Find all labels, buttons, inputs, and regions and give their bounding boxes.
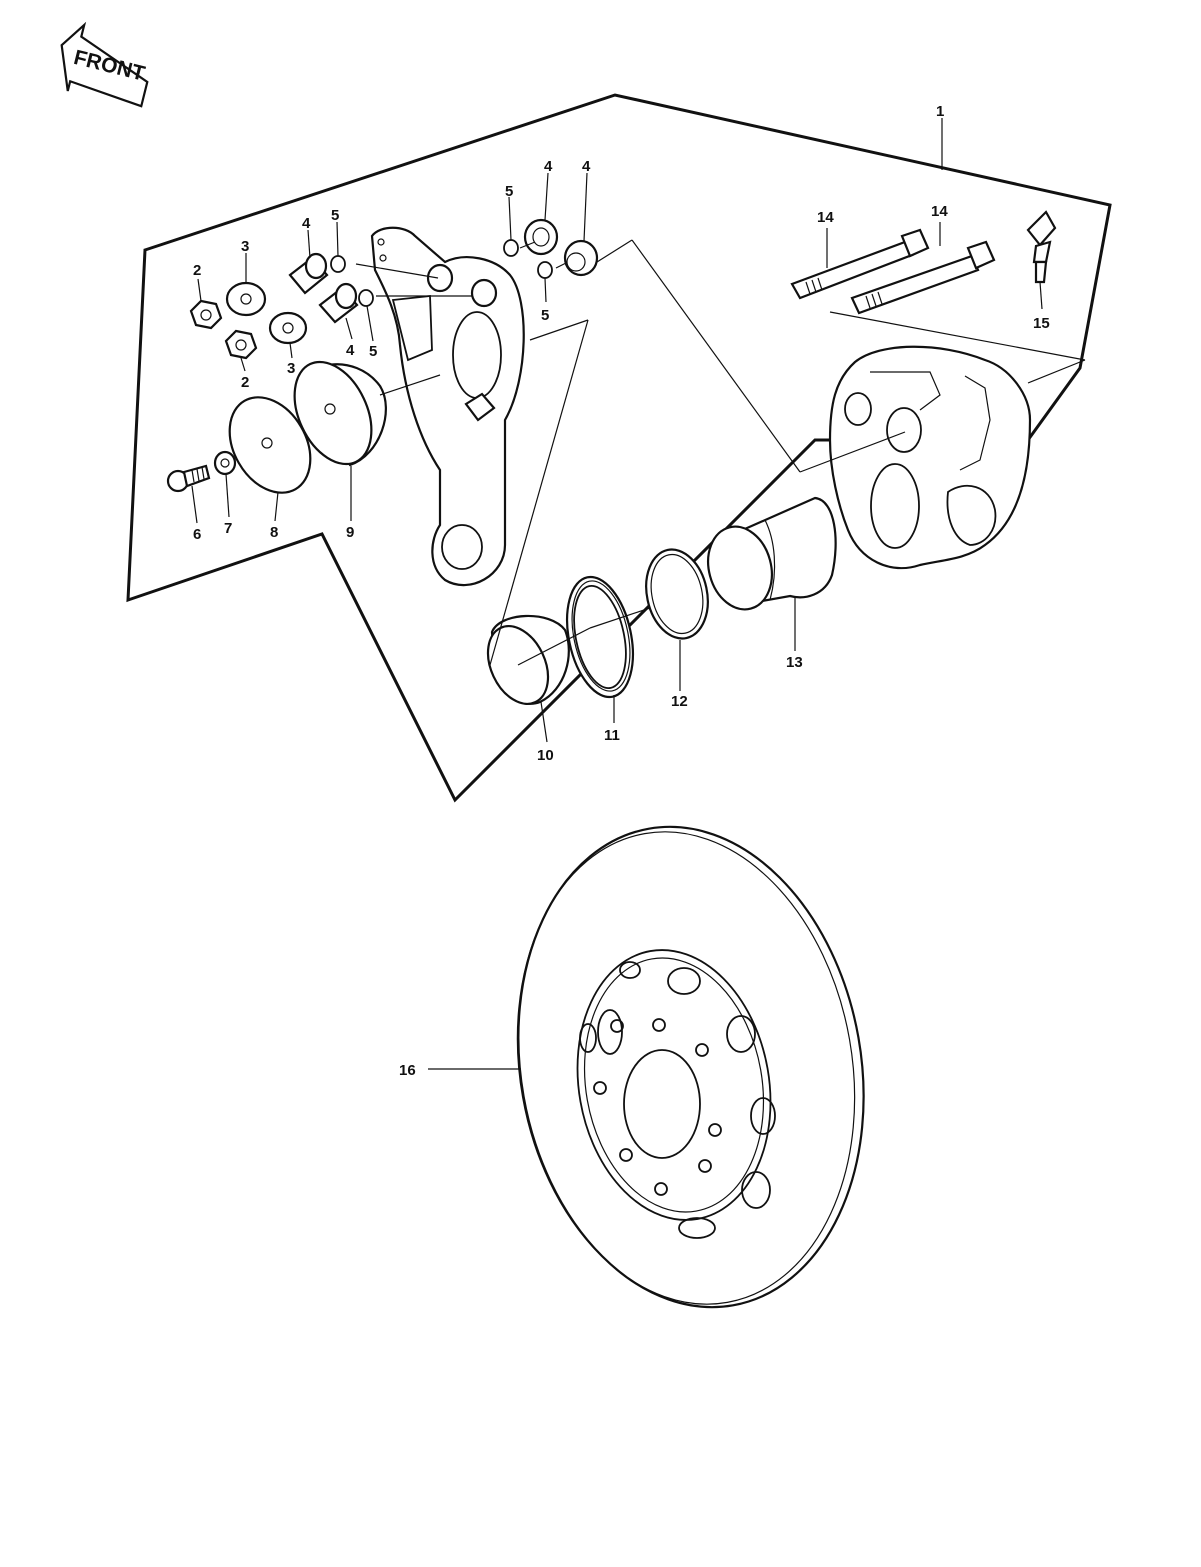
callout-8: 8 — [270, 524, 278, 541]
brake-disc-16 — [516, 825, 865, 1309]
washer-3a — [225, 281, 267, 317]
seal-ring-11 — [566, 575, 634, 699]
disc-bolt-holes — [593, 1018, 722, 1196]
callout-16: 16 — [399, 1062, 416, 1079]
bushing-4c — [523, 218, 559, 256]
alignment-lines — [355, 239, 1086, 666]
callout-11: 11 — [604, 727, 620, 744]
callout-9: 9 — [346, 524, 354, 541]
bleeder-valve-15 — [1026, 210, 1057, 284]
o-ring-5d — [537, 261, 553, 279]
callout-4b: 4 — [346, 342, 355, 359]
callout-4a: 4 — [302, 215, 311, 232]
caliper-bracket — [370, 226, 525, 587]
callout-12: 12 — [671, 693, 688, 710]
callout-14a: 14 — [817, 209, 834, 226]
o-ring-5b — [358, 289, 374, 307]
callout-4c: 4 — [544, 158, 553, 175]
nut-2a — [189, 299, 223, 330]
front-arrow-icon: FRONT — [60, 21, 149, 108]
washer-3b — [268, 311, 308, 345]
o-ring-5a — [330, 255, 346, 273]
nut-2b — [224, 329, 258, 360]
callout-6: 6 — [193, 526, 201, 543]
o-ring-12 — [645, 548, 709, 640]
callout-3a: 3 — [241, 238, 249, 255]
bushing-4d — [563, 239, 599, 277]
callout-3b: 3 — [287, 360, 295, 377]
callout-10: 10 — [537, 747, 554, 764]
callout-5c: 5 — [505, 183, 513, 200]
leader-lines — [191, 118, 1043, 1070]
bushing-4a — [288, 252, 329, 295]
callout-2b: 2 — [241, 374, 249, 391]
bushing-4b — [318, 282, 359, 324]
bolt-14a — [790, 228, 930, 300]
callout-5b: 5 — [369, 343, 377, 360]
disc-vent-holes — [579, 961, 776, 1239]
screw-6 — [166, 464, 211, 493]
callout-4d: 4 — [582, 158, 591, 175]
callout-7: 7 — [224, 520, 232, 537]
callout-5a: 5 — [331, 207, 339, 224]
bolt-14b — [850, 240, 996, 315]
washer-7 — [213, 450, 237, 476]
piston-cap-9 — [293, 360, 387, 467]
callout-labels: 1 2 2 3 3 4 4 4 4 5 5 5 5 6 7 8 9 10 11 … — [193, 103, 1050, 1079]
callout-13: 13 — [786, 654, 803, 671]
callout-15: 15 — [1033, 315, 1050, 332]
piston-13 — [707, 496, 837, 611]
o-ring-5c — [503, 239, 519, 257]
callout-2a: 2 — [193, 262, 201, 279]
callout-14b: 14 — [931, 203, 948, 220]
callout-5d: 5 — [541, 307, 549, 324]
callout-1: 1 — [936, 103, 944, 120]
caliper-body — [828, 345, 1032, 570]
